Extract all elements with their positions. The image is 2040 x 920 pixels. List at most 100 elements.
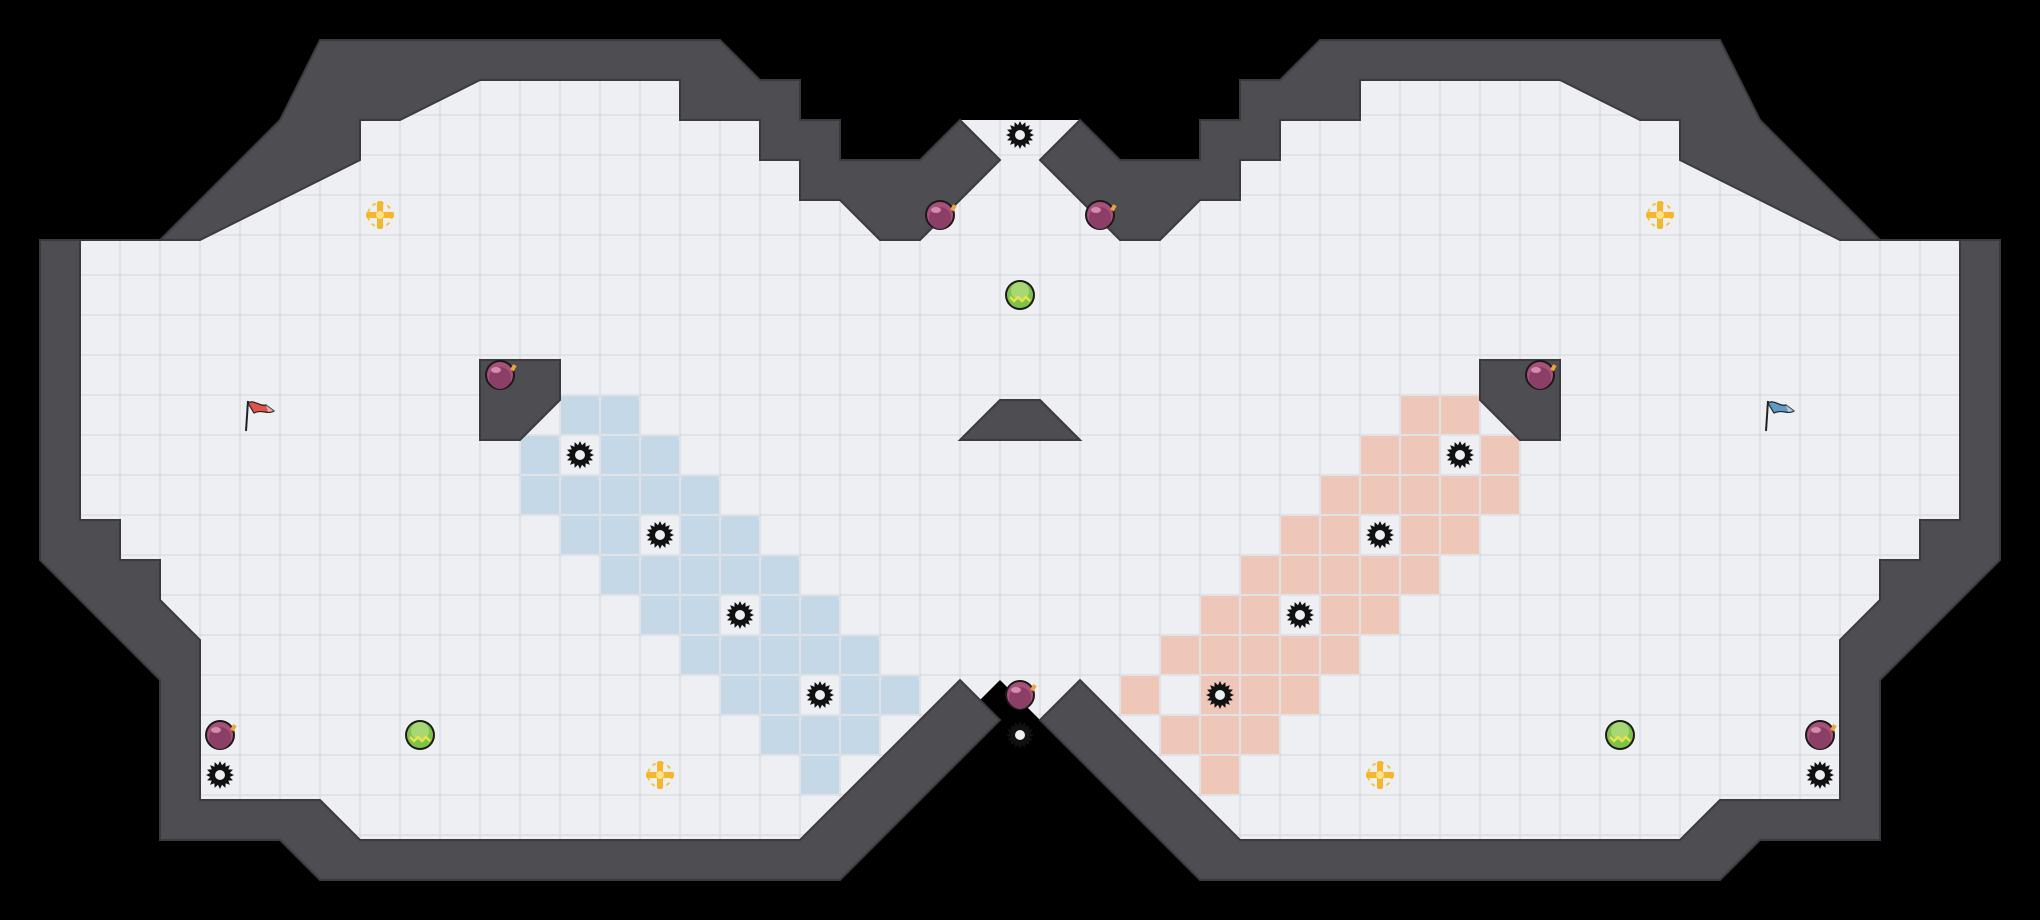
blue-zone-tile	[681, 476, 719, 514]
spike-icon	[726, 601, 754, 629]
red-zone-tile	[1201, 716, 1239, 754]
red-zone-tile	[1401, 556, 1439, 594]
spike-icon	[566, 441, 594, 469]
spike-icon	[806, 681, 834, 709]
blue-zone-tile	[721, 556, 759, 594]
spike-icon	[1286, 601, 1314, 629]
red-zone-tile	[1441, 396, 1479, 434]
red-zone-tile	[1361, 476, 1399, 514]
bomb-icon	[1525, 360, 1557, 390]
boost-icon	[1646, 201, 1674, 229]
red-zone-tile	[1361, 556, 1399, 594]
powerup-icon	[405, 720, 435, 750]
red-zone-tile	[1441, 516, 1479, 554]
blue-zone-tile	[681, 516, 719, 554]
map-items	[205, 121, 1837, 789]
boost-icon	[646, 761, 674, 789]
blue-zone-tile	[641, 596, 679, 634]
bomb-icon	[1805, 720, 1837, 750]
outer-wall-left	[39, 39, 1002, 881]
red-flag-icon[interactable]	[245, 400, 276, 432]
spike-icon	[1006, 721, 1034, 749]
red-zone-tile	[1401, 516, 1439, 554]
blue-zone-tile	[841, 676, 879, 714]
powerup-icon	[1005, 280, 1035, 310]
blue-zone-tile	[521, 436, 559, 474]
red-zone-tile	[1481, 476, 1519, 514]
powerup-icon	[1605, 720, 1635, 750]
red-zone-tile	[1321, 476, 1359, 514]
red-zone-tile	[1201, 756, 1239, 794]
red-zone-tile	[1441, 476, 1479, 514]
red-zone-tile	[1401, 476, 1439, 514]
red-zone-tile	[1241, 556, 1279, 594]
red-zone-tile	[1401, 396, 1439, 434]
blue-zone-tile	[681, 636, 719, 674]
blue-zone-tile	[801, 756, 839, 794]
blue-zone-tile	[521, 476, 559, 514]
red-zone-tile	[1281, 676, 1319, 714]
red-zone-tile	[1321, 556, 1359, 594]
blue-zone-tile	[641, 436, 679, 474]
blue-zone-tile	[641, 556, 679, 594]
bomb-icon	[1005, 680, 1037, 710]
red-zone-tile	[1121, 676, 1159, 714]
blue-zone-tile	[761, 596, 799, 634]
red-zone-tile	[1321, 636, 1359, 674]
blue-zone-tile	[761, 556, 799, 594]
red-zone-tile	[1281, 556, 1319, 594]
red-zone-tile	[1241, 676, 1279, 714]
blue-zone-tile	[681, 556, 719, 594]
bomb-icon	[205, 720, 237, 750]
red-zone-tile	[1281, 516, 1319, 554]
blue-zone-tile	[601, 556, 639, 594]
blue-zone-tile	[681, 596, 719, 634]
spike-icon	[1806, 761, 1834, 789]
spike-icon	[206, 761, 234, 789]
blue-zone-tile	[801, 636, 839, 674]
spike-icon	[1006, 121, 1034, 149]
blue-flag-icon[interactable]	[1765, 400, 1796, 432]
blue-zone-tile	[761, 636, 799, 674]
blue-zone-tile	[601, 516, 639, 554]
blue-zone-tile	[721, 636, 759, 674]
red-zone-tile	[1281, 636, 1319, 674]
bomb-icon	[1085, 200, 1117, 230]
floor-area	[80, 80, 1960, 840]
blue-zone-tile	[721, 676, 759, 714]
outer-wall-right	[1038, 39, 2001, 881]
red-zone-tile	[1361, 596, 1399, 634]
red-zone-tile	[1201, 636, 1239, 674]
blue-zone-tile	[601, 476, 639, 514]
bomb-icon	[485, 360, 517, 390]
blue-zone-tile	[601, 396, 639, 434]
blue-zone-tile	[841, 716, 879, 754]
red-zone-tile	[1241, 596, 1279, 634]
blue-zone-tile	[801, 596, 839, 634]
red-zone-tile	[1161, 636, 1199, 674]
blue-zone-tile	[641, 476, 679, 514]
red-zone-tile	[1481, 436, 1519, 474]
blue-zone-tile	[721, 516, 759, 554]
blue-zone-tile	[801, 716, 839, 754]
red-zone-tile	[1201, 596, 1239, 634]
spike-icon	[1446, 441, 1474, 469]
boost-icon	[366, 201, 394, 229]
red-zone-tile	[1321, 596, 1359, 634]
blue-zone-tile	[761, 676, 799, 714]
blue-zone-tile	[881, 676, 919, 714]
blue-zone-tile	[561, 396, 599, 434]
blue-zone-tile	[601, 436, 639, 474]
red-zone-tile	[1241, 636, 1279, 674]
blue-zone-tile	[841, 636, 879, 674]
team-zones	[521, 396, 1519, 794]
spike-icon	[646, 521, 674, 549]
bomb-icon	[925, 200, 957, 230]
red-zone-tile	[1161, 716, 1199, 754]
blue-zone-tile	[761, 716, 799, 754]
spike-icon	[1366, 521, 1394, 549]
blue-zone-tile	[561, 476, 599, 514]
red-zone-tile	[1241, 716, 1279, 754]
